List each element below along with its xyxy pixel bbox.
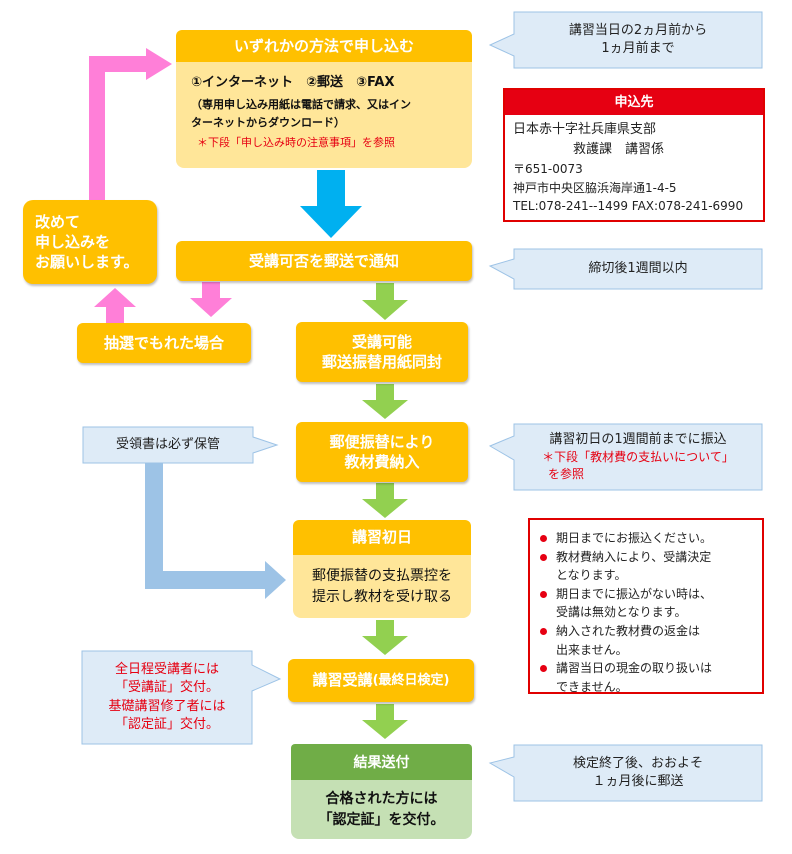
reapply-box: 改めて 申し込みを お願いします。	[23, 200, 157, 284]
callout-notify: 締切後1週間以内	[488, 248, 763, 290]
callout-apply-period: 講習当日の2ヵ月前から 1ヵ月前まで	[488, 11, 763, 69]
payment-note-line: 期日までに振込がない時は、	[556, 586, 713, 601]
accepted-step: 受講可能 郵送振替用紙同封	[296, 322, 468, 382]
result-step-header: 結果送付	[291, 744, 472, 780]
reapply-line3: お願いします。	[35, 253, 139, 272]
result-body-line1: 合格された方には	[325, 791, 438, 808]
first-day-body-line2: 提示し教材を受け取る	[312, 588, 452, 605]
contact-header: 申込先	[505, 90, 763, 115]
apply-caution: ＊下段「申し込み時の注意事項」を参照	[197, 136, 395, 150]
result-body-line2: 「認定証」を交付。	[318, 811, 445, 828]
accepted-line2: 郵送振替用紙同封	[321, 353, 442, 371]
payment-note-item: 教材費納入により、受講決定となります。	[538, 548, 756, 585]
payment-note-item: 期日までに振込がない時は、受講は無効となります。	[538, 585, 756, 622]
payment-note-item: 期日までにお振込ください。	[538, 529, 756, 548]
course-step-paren: (最終日検定)	[372, 672, 450, 688]
callout-result: 検定終了後、おおよそ １ヵ月後に郵送	[488, 744, 763, 802]
first-day-body-line1: 郵便振替の支払票控を	[312, 567, 452, 584]
callout-payment: 講習初日の1週間前までに振込 ＊下段「教材費の支払いについて」 を参照	[488, 423, 763, 491]
apply-note-line2: ターネットからダウンロード）	[191, 115, 345, 129]
accepted-line1: 受講可能	[351, 332, 412, 351]
apply-note-line1: （専用申し込み用紙は電話で請求、又はイン	[191, 98, 411, 111]
callout-apply-period-line2: 1ヵ月前まで	[601, 41, 675, 56]
reapply-line2: 申し込みを	[35, 232, 111, 251]
contact-postal: 〒651-0073	[513, 162, 583, 177]
payment-note-line: 受講は無効となります。	[556, 605, 687, 620]
first-day-header: 講習初日	[293, 520, 471, 555]
reapply-line1: 改めて	[35, 212, 81, 231]
payment-note-line: 出来ません。	[556, 642, 628, 657]
pink-arrow-down	[190, 282, 232, 317]
callout-payment-caution-line2: を参照	[548, 467, 585, 482]
callout-apply-period-shape	[488, 11, 763, 69]
callout-certificate-line2: 「受講証」交付。	[114, 680, 219, 696]
green-arrow-4	[362, 620, 408, 655]
first-day-body: 郵便振替の支払票控を 提示し教材を受け取る	[293, 555, 471, 618]
receipt-note-text: 受領書は必ず保管	[115, 436, 220, 452]
callout-notify-shape	[488, 248, 763, 290]
green-arrow-2	[362, 384, 408, 419]
payment-note-line: 納入された教材費の返金は	[556, 623, 701, 638]
notify-step-label: 受講可否を郵送で通知	[248, 251, 399, 270]
contact-address: 神戸市中央区脇浜海岸通1-4-5	[513, 180, 677, 195]
contact-org-line1: 日本赤十字社兵庫県支部	[513, 122, 657, 137]
contact-tel-fax: TEL:078-241--1499 FAX:078-241-6990	[513, 199, 744, 214]
payment-notes-box: 期日までにお振込ください。教材費納入により、受講決定となります。期日までに振込が…	[528, 518, 764, 694]
callout-notify-text: 締切後1週間以内	[588, 260, 688, 276]
blue-arrow-down	[300, 170, 362, 238]
first-day-title: 講習初日	[351, 528, 412, 547]
callout-result-shape	[488, 744, 763, 802]
payment-note-item: 講習当日の現金の取り扱いはできません。	[538, 659, 756, 696]
lottery-fail-box: 抽選でもれた場合	[77, 323, 251, 363]
apply-methods: ①インターネット ②郵送 ③FAX	[191, 75, 395, 90]
lottery-fail-label: 抽選でもれた場合	[103, 333, 224, 352]
contact-org-line2: 救護課 講習係	[573, 142, 665, 158]
result-step-title: 結果送付	[353, 755, 410, 771]
payment-note-line: 講習当日の現金の取り扱いは	[556, 661, 713, 676]
notify-step: 受講可否を郵送で通知	[176, 241, 472, 281]
result-step-body: 合格された方には 「認定証」を交付。	[291, 780, 472, 839]
payment-notes-list: 期日までにお振込ください。教材費納入により、受講決定となります。期日までに振込が…	[538, 529, 756, 696]
green-arrow-5	[362, 704, 408, 739]
callout-certificate-line3: 基礎講習修了者には	[108, 698, 226, 714]
payment-step: 郵便振替により 教材費納入	[296, 422, 468, 482]
course-step-main: 講習受講	[312, 671, 373, 690]
payment-note-line: 期日までにお振込ください。	[556, 531, 713, 545]
payment-line1: 郵便振替により	[329, 432, 435, 451]
callout-apply-period-line1: 講習当日の2ヵ月前から	[568, 22, 708, 38]
receipt-note: 受領書は必ず保管	[82, 426, 279, 464]
callout-certificate-shape	[81, 650, 282, 745]
callout-result-line2: １ヵ月後に郵送	[592, 774, 684, 789]
payment-note-line: 教材費納入により、受講決定	[556, 549, 712, 564]
callout-certificate: 全日程受講者には 「受講証」交付。 基礎講習修了者には 「認定証」交付。	[81, 650, 282, 745]
callout-certificate-line4: 「認定証」交付。	[114, 716, 219, 732]
lightblue-arrow-to-first-day	[145, 463, 286, 599]
payment-note-line: となります。	[556, 568, 627, 583]
apply-step-title: いずれかの方法で申し込む	[233, 36, 414, 55]
callout-certificate-line1: 全日程受講者には	[114, 662, 219, 678]
callout-result-line1: 検定終了後、おおよそ	[572, 755, 703, 771]
pink-arrow-up	[94, 288, 136, 323]
apply-step-header: いずれかの方法で申し込む	[176, 30, 472, 62]
green-arrow-1	[362, 283, 408, 320]
payment-line2: 教材費納入	[344, 453, 420, 471]
apply-step-body: ①インターネット ②郵送 ③FAX （専用申し込み用紙は電話で請求、又はイン タ…	[176, 62, 472, 168]
green-arrow-3	[362, 483, 408, 518]
payment-note-item: 納入された教材費の返金は出来ません。	[538, 622, 756, 659]
callout-payment-line1: 講習初日の1週間前までに振込	[549, 432, 727, 448]
contact-box: 申込先 日本赤十字社兵庫県支部 救護課 講習係 〒651-0073 神戸市中央区…	[503, 88, 765, 222]
payment-note-line: できません。	[556, 679, 628, 694]
callout-payment-caution-line1: ＊下段「教材費の支払いについて」	[542, 450, 734, 465]
pink-arrow-to-apply	[89, 48, 172, 200]
receipt-note-shape	[82, 426, 279, 464]
course-step: 講習受講 (最終日検定)	[288, 659, 474, 702]
callout-payment-shape	[488, 423, 763, 491]
